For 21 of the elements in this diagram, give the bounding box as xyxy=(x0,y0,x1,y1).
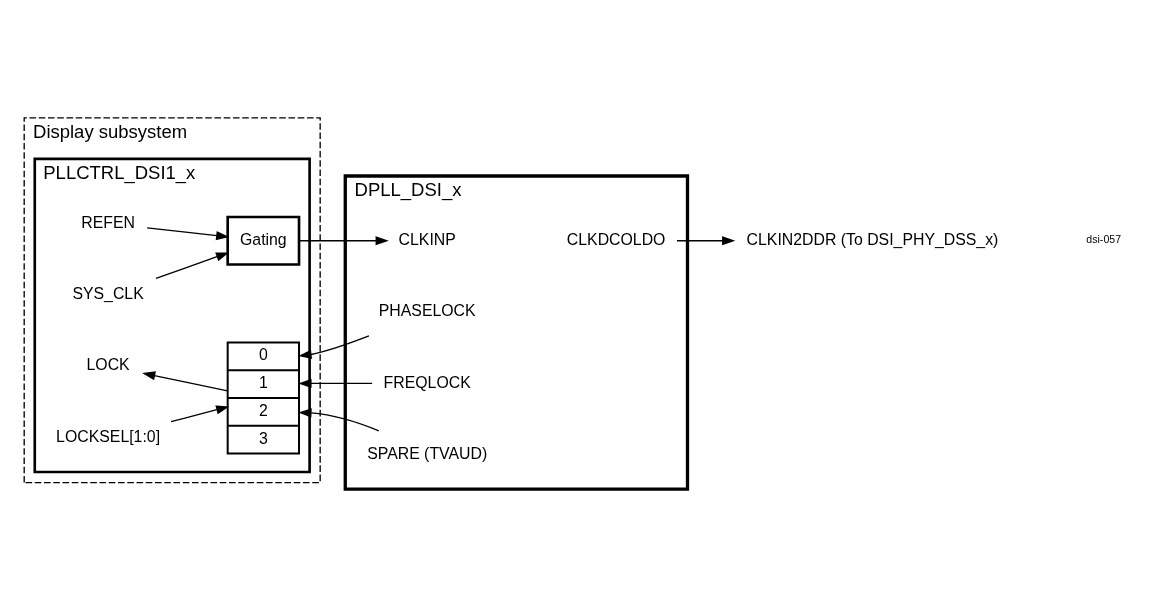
node-text: LOCK xyxy=(86,356,130,374)
node-text: FREQLOCK xyxy=(383,373,471,391)
node-text: CLKDCOLDO xyxy=(566,230,666,248)
arrow xyxy=(146,227,230,241)
arrow xyxy=(298,236,389,246)
label: dsi-057 xyxy=(1086,233,1122,246)
node-text: SYS_CLK xyxy=(72,285,144,303)
node-text: CLKINP xyxy=(398,230,456,248)
arrow xyxy=(155,252,230,280)
node-text: PHASELOCK xyxy=(378,302,476,320)
arrow xyxy=(298,335,370,360)
arrow xyxy=(170,405,230,423)
node-text: LOCKSEL[1:0] xyxy=(56,427,161,445)
arrow xyxy=(298,408,380,432)
node-text: REFEN xyxy=(81,213,135,231)
node-text: CLKIN2DDR (To DSI_PHY_DSS_x) xyxy=(746,230,999,248)
arrow xyxy=(298,378,373,389)
node-box: Gating xyxy=(226,215,301,266)
node-text: SPARE (TVAUD) xyxy=(367,444,488,462)
arrow xyxy=(142,371,229,392)
arrow xyxy=(676,236,736,246)
